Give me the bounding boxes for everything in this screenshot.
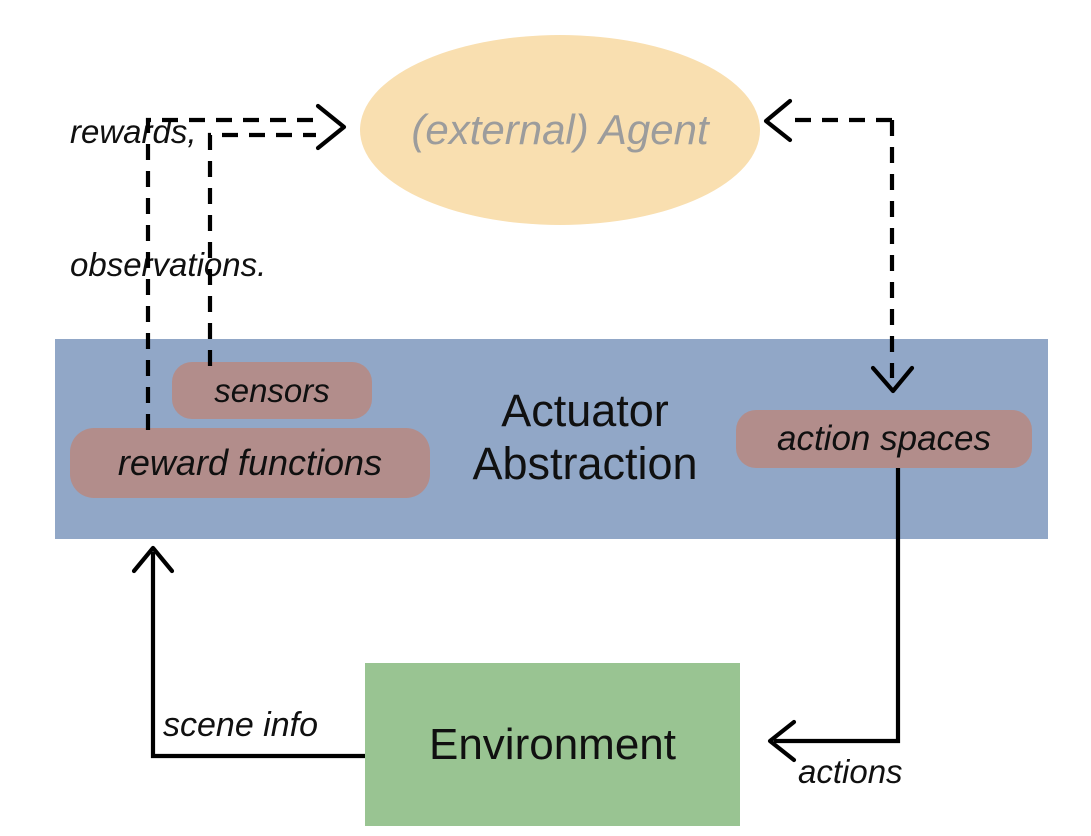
rewards-observations-label: rewards, observations.: [70, 22, 266, 376]
external-agent-node: (external) Agent: [360, 35, 760, 225]
arrowhead-into-agent-right: [763, 98, 793, 143]
scene-info-label: scene info: [163, 706, 318, 744]
reward-functions-label: reward functions: [117, 442, 383, 483]
band-title-line2: Abstraction: [472, 438, 698, 490]
action-spaces-pill: action spaces: [736, 410, 1032, 468]
environment-label: Environment: [428, 719, 676, 769]
band-title: Actuator Abstraction: [420, 384, 750, 490]
action-spaces-label: action spaces: [776, 419, 992, 458]
reward-functions-pill: reward functions: [70, 428, 430, 498]
rewards-observations-line2: observations.: [70, 246, 267, 284]
actions-label: actions: [798, 753, 903, 790]
external-agent-label: (external) Agent: [411, 106, 709, 153]
arrowhead-scene-info: [131, 545, 175, 574]
band-title-line1: Actuator: [501, 385, 669, 436]
rewards-observations-line1: rewards,: [70, 113, 197, 151]
arrowhead-into-agent: [315, 103, 347, 151]
environment-node: Environment: [365, 663, 740, 826]
sensors-label: sensors: [214, 371, 330, 409]
arrowhead-actions: [767, 719, 797, 763]
